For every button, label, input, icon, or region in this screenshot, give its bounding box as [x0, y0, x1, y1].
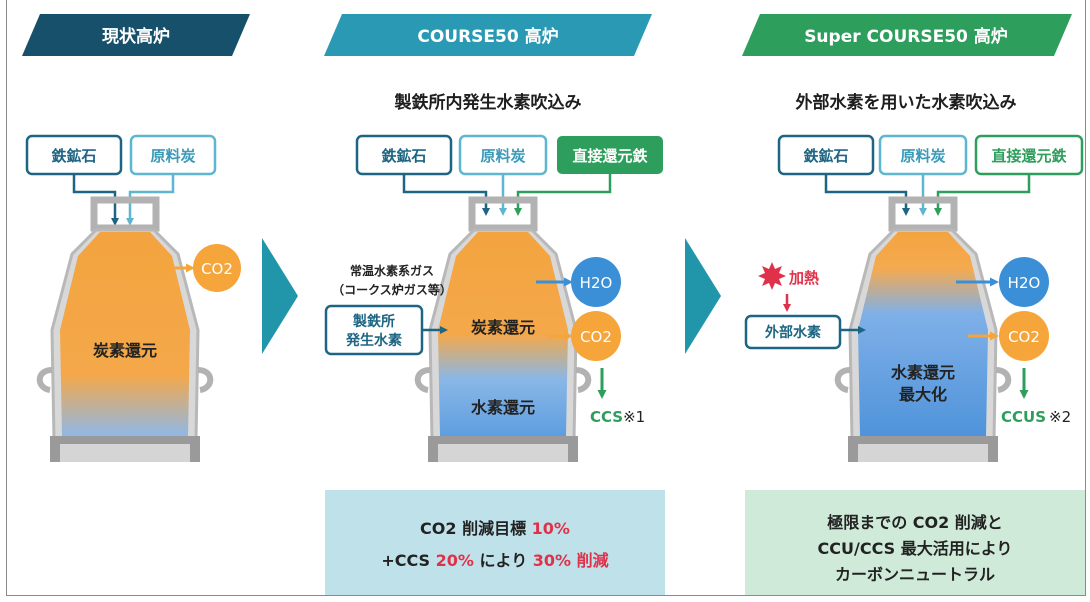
co2-label: CO2 — [580, 328, 612, 346]
furnace-current: 鉄鉱石 原料炭 炭素還元 CO2 — [25, 134, 241, 462]
zone-carbon-reduction: 炭素還元 — [93, 341, 157, 360]
chevron-arrow-icon — [262, 238, 298, 354]
ccus-label: CCUS※2 — [1001, 408, 1071, 426]
c50-note-line1: CO2 削減目標 10% — [420, 519, 570, 538]
internal-hydrogen-line1: 製鉄所 — [352, 313, 395, 330]
course50-target-note: CO2 削減目標 10% +CCS 20% により 30% 削減 — [325, 490, 665, 596]
sc50-note-line2: CCU/CCS 最大活用により — [818, 539, 1013, 558]
iron-ore-label: 鉄鉱石 — [381, 147, 426, 165]
header-super-course50: Super COURSE50 高炉 — [742, 14, 1072, 56]
co2-output-circle — [999, 311, 1049, 361]
h2o-label: H2O — [580, 274, 613, 292]
header-current-label: 現状高炉 — [102, 26, 170, 47]
internal-hydrogen-line2: 発生水素 — [345, 332, 402, 349]
h2o-output-circle — [571, 257, 621, 307]
super-course50-target-note: 極限までの CO2 削減と CCU/CCS 最大活用により カーボンニュートラル — [745, 490, 1085, 596]
heat-burst-icon — [758, 262, 786, 290]
co2-label: CO2 — [201, 260, 233, 278]
zone-hydrogen-max-line2: 最大化 — [899, 385, 947, 404]
header-course50-label: COURSE50 高炉 — [417, 26, 558, 47]
super-course50-subtitle: 外部水素を用いた水素吹込み — [796, 92, 1017, 113]
heating-label: 加熱 — [788, 269, 819, 287]
dri-label: 直接還元鉄 — [991, 147, 1066, 165]
dri-box — [557, 136, 663, 174]
zone-hydrogen-max-line1: 水素還元 — [891, 363, 955, 382]
sc50-note-line3: カーボンニュートラル — [835, 565, 995, 584]
chevron-arrow-icon — [685, 238, 721, 354]
furnace-super-course50: 鉄鉱石 原料炭 直接還元鉄 水素還元 最大化 H2O CO2 — [744, 134, 1084, 462]
iron-ore-label: 鉄鉱石 — [51, 147, 96, 165]
h2o-label: H2O — [1008, 274, 1041, 292]
coking-coal-label: 原料炭 — [480, 147, 525, 165]
zone-carbon-reduction: 炭素還元 — [471, 318, 535, 337]
header-course50: COURSE50 高炉 — [324, 14, 652, 56]
sc50-note-line1: 極限までの CO2 削減と — [826, 513, 1003, 532]
dri-label: 直接還元鉄 — [572, 147, 647, 165]
external-hydrogen-box — [744, 314, 842, 350]
co2-output-circle — [193, 244, 241, 292]
zone-hydrogen-reduction: 水素還元 — [471, 398, 535, 417]
ccs-label: CCS※1 — [590, 408, 645, 426]
external-hydrogen-label: 外部水素 — [765, 324, 821, 341]
gas-label-line1: 常温水素系ガス — [350, 263, 434, 278]
outer-frame — [6, 0, 1086, 596]
c50-note-line2: +CCS 20% により 30% 削減 — [381, 551, 608, 570]
h2o-output-circle — [999, 257, 1049, 307]
iron-ore-label: 鉄鉱石 — [803, 147, 848, 165]
co2-label: CO2 — [1008, 328, 1040, 346]
gas-label-line2: （コークス炉ガス等） — [332, 282, 452, 297]
header-super-course50-label: Super COURSE50 高炉 — [804, 26, 1008, 47]
coking-coal-label: 原料炭 — [900, 147, 945, 165]
header-current-furnace: 現状高炉 — [22, 14, 250, 56]
coking-coal-label: 原料炭 — [150, 147, 195, 165]
furnace-course50: 鉄鉱石 原料炭 直接還元鉄 炭素還元 水素還元 H2O CO2 — [324, 134, 663, 462]
co2-output-circle — [571, 311, 621, 361]
course50-subtitle: 製鉄所内発生水素吹込み — [394, 92, 582, 113]
